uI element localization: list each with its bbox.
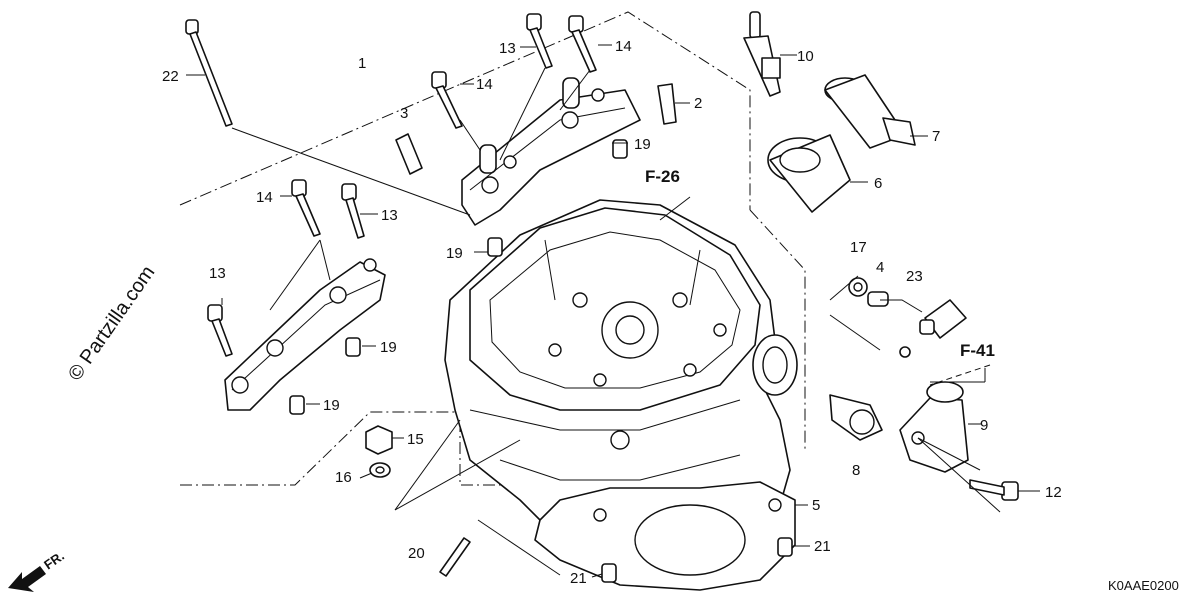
callout-9: 9 — [980, 417, 988, 434]
insulator-band — [824, 74, 916, 149]
diagram-code: K0AAE0200 — [1108, 578, 1179, 593]
callout-17: 17 — [850, 239, 867, 256]
callout-13-left: 13 — [381, 207, 398, 224]
callout-10: 10 — [797, 48, 814, 65]
callout-19-left: 19 — [380, 339, 397, 356]
callout-4: 4 — [876, 259, 884, 276]
callout-15: 15 — [407, 431, 424, 448]
callout-19-top: 19 — [634, 136, 651, 153]
front-marker-label: FR. — [41, 548, 67, 572]
watermark: © Partzilla.com — [64, 262, 159, 385]
callout-3: 3 — [400, 105, 408, 122]
callout-7: 7 — [932, 128, 940, 145]
callout-8: 8 — [852, 462, 860, 479]
callout-5: 5 — [812, 497, 820, 514]
callout-numbers: 1 2 3 4 5 6 7 8 9 10 12 13 13 13 14 14 1… — [162, 38, 1062, 587]
intake-insulator — [767, 134, 851, 213]
water-temp-sensor — [848, 277, 967, 358]
callout-14-mid: 14 — [476, 76, 493, 93]
camshaft-holder-lower — [224, 258, 386, 411]
cap-nut — [365, 425, 393, 478]
callout-19-low: 19 — [323, 397, 340, 414]
callout-14-left: 14 — [256, 189, 273, 206]
callout-12: 12 — [1045, 484, 1062, 501]
reference-f41: F-41 — [960, 341, 995, 360]
callout-2: 2 — [694, 95, 702, 112]
camshaft-holder-upper — [461, 77, 641, 226]
cylinder-head — [444, 199, 798, 526]
callout-21-low: 21 — [570, 570, 587, 587]
front-arrow-icon — [8, 566, 46, 592]
reference-f26: F-26 — [645, 167, 680, 186]
spark-plug — [743, 11, 781, 97]
callout-6: 6 — [874, 175, 882, 192]
thermostat — [829, 394, 883, 441]
head-gasket — [534, 481, 796, 591]
dowel-pins — [289, 83, 793, 583]
callout-19-mid: 19 — [446, 245, 463, 262]
callout-16: 16 — [335, 469, 352, 486]
thermostat-cover — [899, 381, 969, 473]
callout-23: 23 — [906, 268, 923, 285]
callout-14-top: 14 — [615, 38, 632, 55]
callout-22: 22 — [162, 68, 179, 85]
callout-13-top: 13 — [499, 40, 516, 57]
leader-lines — [186, 44, 1040, 578]
callout-1: 1 — [358, 55, 366, 72]
callout-20: 20 — [408, 545, 425, 562]
callout-13-far-left: 13 — [209, 265, 226, 282]
callout-21-right: 21 — [814, 538, 831, 555]
